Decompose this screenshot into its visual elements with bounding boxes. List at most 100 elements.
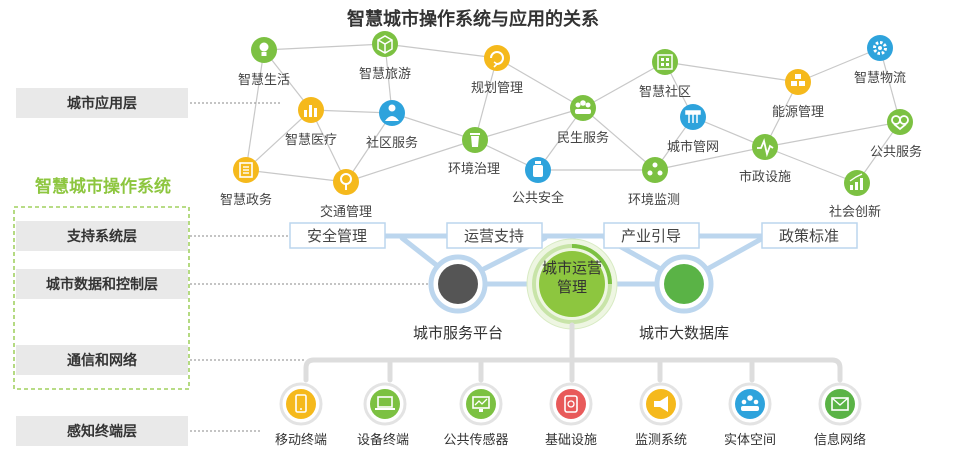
layer-label-app: 城市应用层 bbox=[16, 88, 280, 118]
svg-text:环境监测: 环境监测 bbox=[628, 192, 680, 207]
terminal-device: 设备终端 bbox=[357, 382, 409, 447]
envelope-icon bbox=[831, 397, 849, 411]
svg-text:智慧医疗: 智慧医疗 bbox=[285, 132, 337, 147]
mobile-phone-icon bbox=[295, 394, 307, 413]
svg-text:移动终端: 移动终端 bbox=[275, 432, 327, 447]
svg-text:公共服务: 公共服务 bbox=[870, 144, 922, 159]
svg-text:公共传感器: 公共传感器 bbox=[443, 432, 508, 447]
monitor-chart-icon bbox=[472, 396, 490, 412]
terminal-infra: 基础设施 bbox=[545, 382, 597, 447]
core-big-data: 城市大数据库 bbox=[639, 254, 729, 342]
svg-text:城市大数据库: 城市大数据库 bbox=[639, 325, 729, 342]
app-node-gov: 智慧政务 bbox=[220, 157, 272, 207]
box-icon bbox=[377, 35, 393, 54]
svg-text:社会创新: 社会创新 bbox=[829, 204, 881, 219]
blocks-icon bbox=[791, 74, 805, 86]
document-icon bbox=[239, 162, 253, 178]
app-node-medical: 智慧医疗 bbox=[285, 97, 337, 147]
app-node-public-service: 公共服务 bbox=[870, 109, 922, 159]
layer-label-data: 城市数据和控制层 bbox=[16, 269, 430, 299]
core-service-platform: 城市服务平台 bbox=[413, 254, 503, 342]
svg-text:政策标准: 政策标准 bbox=[779, 228, 839, 245]
core-center-label: 城市运营管理 bbox=[542, 260, 602, 296]
laptop-icon bbox=[375, 396, 395, 410]
os-dashed-frame bbox=[13, 206, 190, 390]
radar-icon bbox=[564, 395, 578, 413]
svg-text:智慧物流: 智慧物流 bbox=[854, 70, 906, 85]
svg-text:规划管理: 规划管理 bbox=[471, 80, 523, 95]
group-icon bbox=[575, 100, 591, 114]
svg-text:环境治理: 环境治理 bbox=[448, 161, 500, 176]
svg-text:社区服务: 社区服务 bbox=[366, 135, 418, 150]
person-icon bbox=[385, 104, 399, 121]
svg-text:信息网络: 信息网络 bbox=[814, 432, 866, 447]
svg-text:基础设施: 基础设施 bbox=[545, 432, 597, 447]
pretzel-icon bbox=[891, 115, 909, 131]
app-node-travel: 智慧旅游 bbox=[359, 31, 411, 81]
core-center-label-line: 管理 bbox=[557, 279, 587, 296]
app-node-energy: 能源管理 bbox=[772, 69, 824, 119]
svg-text:智慧生活: 智慧生活 bbox=[238, 72, 290, 87]
terminal-sensor: 公共传感器 bbox=[443, 382, 509, 447]
growth-chart-icon bbox=[849, 173, 863, 190]
dots-icon bbox=[647, 162, 663, 176]
svg-text:城市数据和控制层: 城市数据和控制层 bbox=[46, 276, 158, 292]
support-box-industry: 产业引导 bbox=[603, 222, 700, 249]
trash-icon bbox=[470, 133, 480, 147]
app-node-logistics: 智慧物流 bbox=[854, 35, 906, 85]
support-box-safety: 安全管理 bbox=[289, 222, 386, 249]
network-icon bbox=[685, 110, 701, 123]
layer-label-sense: 感知终端层 bbox=[16, 416, 262, 446]
svg-text:实体空间: 实体空间 bbox=[724, 432, 776, 447]
svg-text:支持系统层: 支持系统层 bbox=[66, 228, 137, 244]
svg-text:智慧旅游: 智慧旅游 bbox=[359, 66, 411, 81]
svg-text:城市管网: 城市管网 bbox=[667, 139, 719, 154]
svg-text:能源管理: 能源管理 bbox=[772, 104, 824, 119]
app-node-env-gov: 环境治理 bbox=[448, 127, 500, 176]
app-node-pipe: 城市管网 bbox=[667, 104, 719, 154]
svg-text:智慧社区: 智慧社区 bbox=[639, 84, 691, 99]
core-operation-center: 城市运营管理 bbox=[526, 238, 618, 330]
building-icon bbox=[657, 54, 673, 70]
svg-text:通信和网络: 通信和网络 bbox=[67, 352, 137, 368]
svg-text:监测系统: 监测系统 bbox=[635, 432, 687, 447]
app-network-lines bbox=[245, 43, 901, 184]
app-node-social: 社区服务 bbox=[366, 100, 418, 150]
app-node-traffic: 交通管理 bbox=[320, 169, 372, 219]
svg-text:交通管理: 交通管理 bbox=[320, 204, 372, 219]
svg-text:城市服务平台: 城市服务平台 bbox=[413, 325, 503, 342]
megaphone-icon bbox=[654, 396, 668, 412]
svg-text:公共安全: 公共安全 bbox=[512, 190, 564, 205]
app-node-env-monitor: 环境监测 bbox=[628, 157, 680, 207]
app-node-innovation: 社会创新 bbox=[829, 170, 881, 219]
app-node-life: 智慧生活 bbox=[238, 37, 290, 87]
layer-label-support: 支持系统层 bbox=[16, 221, 290, 251]
core-center-label-line: 城市运营 bbox=[542, 260, 602, 277]
location-pin-icon bbox=[340, 173, 352, 190]
svg-text:安全管理: 安全管理 bbox=[307, 227, 367, 245]
layer-label-comm: 通信和网络 bbox=[16, 345, 306, 375]
support-box-ops: 运营支持 bbox=[446, 222, 543, 249]
svg-text:运营支持: 运营支持 bbox=[464, 228, 524, 245]
refresh-icon bbox=[490, 51, 504, 65]
svg-text:产业引导: 产业引导 bbox=[621, 228, 681, 245]
svg-text:设备终端: 设备终端 bbox=[357, 432, 409, 447]
terminal-info: 信息网络 bbox=[814, 382, 866, 447]
lightbulb-icon bbox=[259, 42, 269, 52]
terminal-monitor: 监测系统 bbox=[635, 382, 687, 447]
people-icon bbox=[741, 395, 759, 411]
terminal-mobile: 移动终端 bbox=[275, 382, 327, 447]
svg-text:智慧政务: 智慧政务 bbox=[220, 192, 272, 207]
app-node-community: 智慧社区 bbox=[639, 49, 691, 99]
svg-text:民生服务: 民生服务 bbox=[557, 130, 609, 145]
svg-text:市政设施: 市政设施 bbox=[739, 169, 791, 184]
terminal-space: 实体空间 bbox=[724, 382, 776, 447]
os-label: 智慧城市操作系统 bbox=[35, 176, 171, 196]
svg-text:感知终端层: 感知终端层 bbox=[67, 423, 137, 439]
app-node-municipal: 市政设施 bbox=[739, 134, 791, 184]
pulse-icon bbox=[757, 138, 774, 158]
app-node-livelihood: 民生服务 bbox=[557, 95, 609, 145]
svg-text:城市应用层: 城市应用层 bbox=[67, 95, 137, 111]
bar-chart-icon bbox=[304, 105, 317, 117]
